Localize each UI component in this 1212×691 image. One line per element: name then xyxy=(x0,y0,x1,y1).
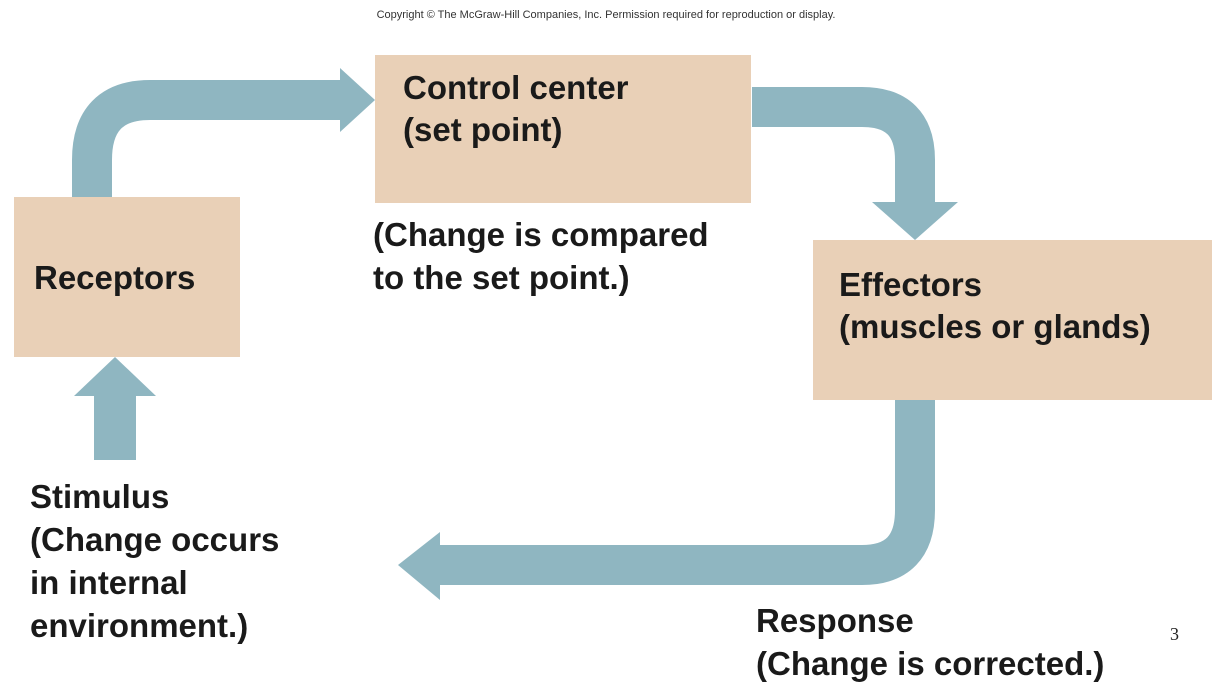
effectors-box: Effectors (muscles or glands) xyxy=(813,240,1212,400)
response-caption: Response (Change is corrected.) xyxy=(756,602,1105,682)
muscles-glands-label: (muscles or glands) xyxy=(839,308,1151,346)
arrow-head-control xyxy=(340,68,375,132)
response-title: Response xyxy=(756,602,914,639)
arrow-head-response xyxy=(398,532,440,600)
arrow-control-to-effectors xyxy=(752,87,935,205)
set-point-label: (set point) xyxy=(403,111,563,149)
arrow-receptors-to-control xyxy=(72,80,342,197)
arrow-head-receptors xyxy=(74,357,156,396)
page-number: 3 xyxy=(1170,624,1179,644)
compare-caption: (Change is compared to the set point.) xyxy=(373,216,709,296)
control-center-box: Control center (set point) xyxy=(375,55,751,203)
effectors-label: Effectors xyxy=(839,266,983,303)
arrow-head-effectors xyxy=(872,202,958,240)
stimulus-caption: Stimulus (Change occurs in internal envi… xyxy=(30,478,280,644)
control-center-label: Control center xyxy=(403,69,629,106)
stimulus-title: Stimulus xyxy=(30,478,170,515)
arrow-stimulus-shaft xyxy=(94,394,136,460)
receptors-label: Receptors xyxy=(34,259,196,296)
copyright-notice: Copyright © The McGraw-Hill Companies, I… xyxy=(376,9,836,21)
receptors-box: Receptors xyxy=(14,197,240,357)
arrow-effectors-to-response xyxy=(440,400,935,585)
